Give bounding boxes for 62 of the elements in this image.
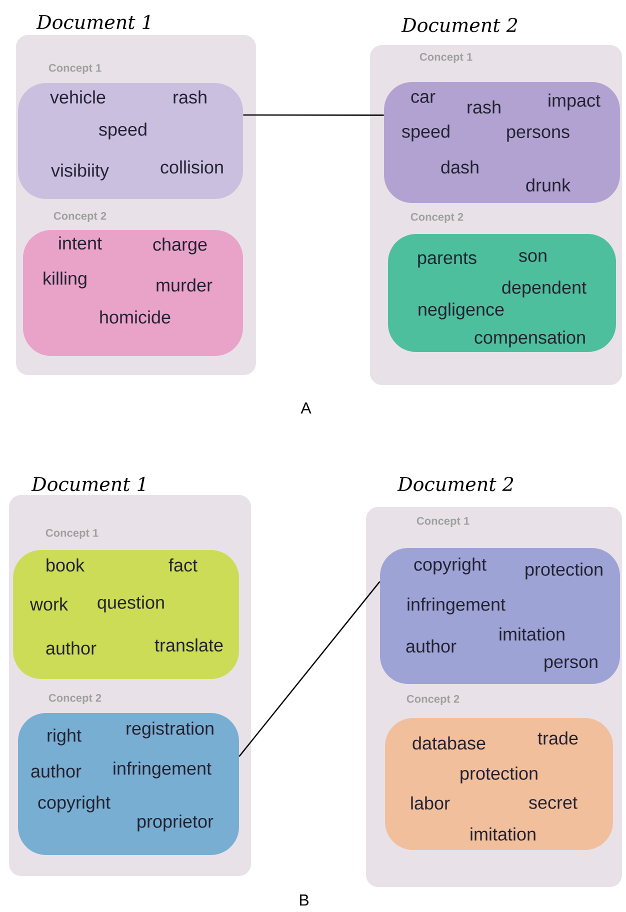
- panel-title: Document 2: [401, 18, 518, 32]
- keyword: author: [406, 639, 456, 653]
- keyword: fact: [168, 558, 198, 572]
- keyword: infringement: [114, 762, 212, 778]
- concept-label: Concept 2: [410, 213, 464, 223]
- keyword: killing: [44, 272, 86, 288]
- keyword: work: [30, 597, 68, 611]
- keyword: protection: [460, 766, 538, 784]
- keyword: car: [411, 93, 436, 103]
- keyword: trade: [538, 731, 578, 745]
- keyword: infringement: [408, 598, 506, 614]
- keyword: author: [31, 764, 82, 778]
- keyword: collision: [160, 160, 223, 174]
- keyword: charge: [153, 238, 207, 254]
- keyword: labor: [411, 796, 450, 810]
- panel-title: Document 1: [31, 476, 145, 492]
- panel-title: Document 2: [397, 476, 514, 492]
- keyword: visibiity: [51, 164, 109, 180]
- keyword: copyright: [414, 558, 486, 574]
- keyword: impact: [548, 94, 600, 110]
- connector-line: [238, 581, 380, 757]
- keyword: copyright: [38, 796, 110, 812]
- concept-label: Concept 2: [406, 695, 460, 705]
- keyword: registration: [126, 722, 214, 738]
- concept-label: Concept 1: [416, 517, 470, 527]
- keyword: proprietor: [138, 814, 214, 832]
- keyword: persons: [507, 128, 570, 142]
- keyword: question: [98, 596, 164, 612]
- concept-label: Concept 1: [420, 53, 472, 63]
- keyword: parents: [418, 252, 476, 268]
- keyword: rash: [468, 100, 500, 114]
- concept-label: Concept 1: [48, 64, 102, 74]
- keyword: dependent: [502, 280, 586, 298]
- panel-letter: A: [300, 402, 312, 414]
- concept-label: Concept 2: [54, 212, 106, 222]
- keyword: secret: [529, 797, 578, 809]
- keyword: speed: [402, 124, 450, 142]
- keyword: son: [519, 252, 546, 262]
- panel-title: Document 1: [36, 14, 150, 30]
- keyword: intent: [59, 236, 102, 250]
- keyword: imitation: [470, 827, 536, 841]
- keyword: right: [48, 728, 82, 746]
- connector-line: [243, 114, 384, 116]
- keyword: protection: [526, 562, 602, 580]
- keyword: dash: [441, 160, 478, 174]
- keyword: negligence: [418, 302, 504, 320]
- panel-letter: B: [300, 894, 308, 906]
- keyword: author: [46, 641, 96, 655]
- keyword: database: [412, 736, 486, 750]
- keyword: vehicle: [50, 90, 106, 104]
- keyword: imitation: [500, 627, 564, 641]
- keyword: translate: [154, 638, 223, 652]
- keyword: rash: [174, 90, 206, 104]
- keyword: speed: [98, 122, 146, 140]
- keyword: homicide: [100, 310, 170, 324]
- keyword: murder: [156, 278, 212, 292]
- concept-label: Concept 1: [46, 529, 98, 539]
- keyword: drunk: [526, 178, 571, 192]
- keyword: book: [46, 558, 85, 572]
- keyword: compensation: [474, 330, 585, 348]
- concept-label: Concept 2: [48, 694, 102, 704]
- keyword: person: [544, 658, 598, 672]
